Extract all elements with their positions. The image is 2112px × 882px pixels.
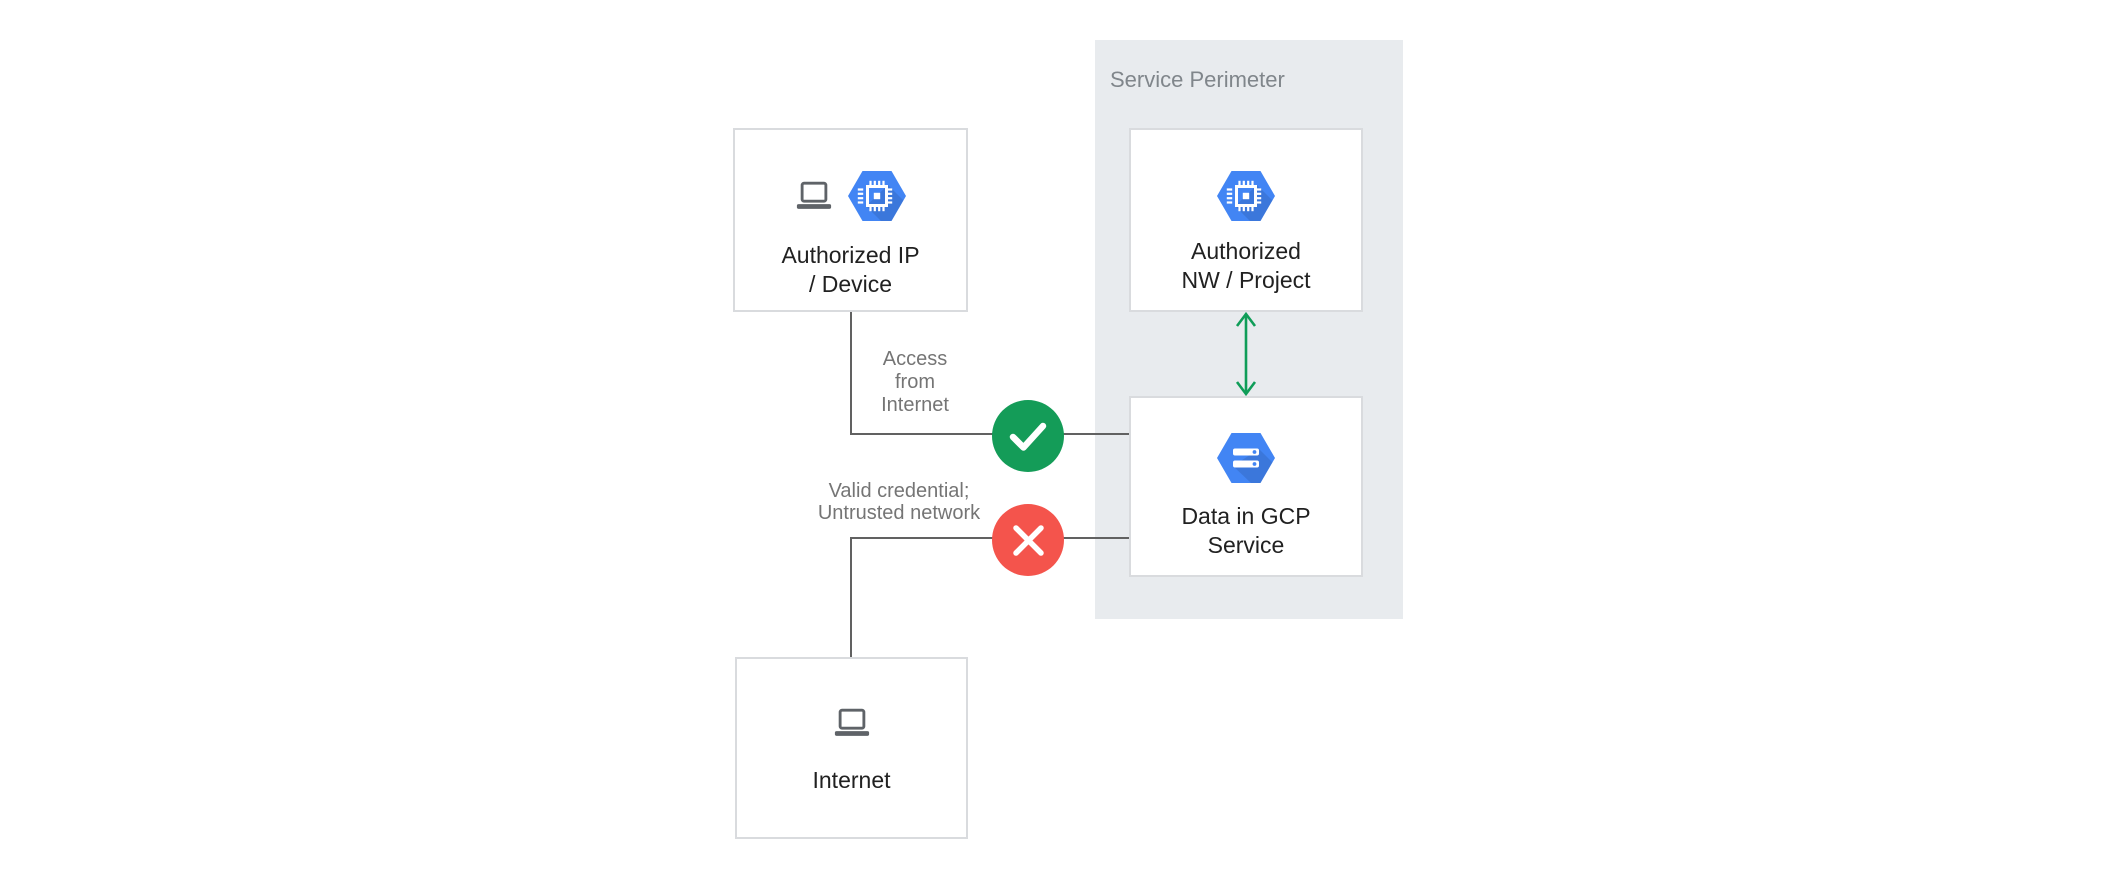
service-perimeter-label: Service Perimeter [1110, 67, 1285, 92]
laptop-icon [796, 181, 832, 209]
connector-authip-down [850, 312, 852, 435]
valid-credential-label: Valid credential; Untrusted network [779, 480, 1019, 524]
icon-row [795, 171, 906, 221]
node-label: Authorized IP / Device [781, 241, 919, 299]
node-label: Internet [813, 766, 891, 795]
x-icon [1013, 525, 1044, 556]
connector-denied-path [850, 537, 1131, 539]
icon-row [833, 708, 871, 738]
annotation-line: Access [882, 348, 948, 370]
gcp-storage-hexagon-icon [1217, 433, 1275, 483]
node-label-line: / Device [808, 271, 893, 297]
node-authorized-ip-device: Authorized IP / Device [733, 128, 968, 312]
annotation-line: from [895, 371, 935, 393]
check-icon [1009, 422, 1047, 451]
node-label-line: Service [1207, 532, 1285, 558]
gcp-compute-hexagon-icon [1217, 171, 1275, 221]
node-label-line: Internet [812, 767, 891, 793]
gcp-compute-hexagon-icon [848, 171, 906, 221]
access-from-internet-label: Access from Internet [855, 348, 975, 417]
connector-allowed-path [850, 433, 1131, 435]
laptop-icon [834, 708, 869, 736]
annotation-line: Internet [881, 394, 949, 416]
icon-row [1217, 433, 1275, 483]
node-label: Data in GCP Service [1181, 502, 1310, 560]
allowed-badge [992, 400, 1064, 472]
node-label-line: Authorized [1191, 238, 1301, 264]
node-authorized-nw-project: Authorized NW / Project [1129, 128, 1363, 312]
node-data-in-gcp-service: Data in GCP Service [1129, 396, 1363, 577]
node-label-line: Authorized IP [781, 242, 920, 268]
node-label-line: Data in GCP [1181, 503, 1311, 529]
denied-badge [992, 504, 1064, 576]
node-label-line: NW / Project [1181, 267, 1311, 293]
annotation-line: Untrusted network [817, 502, 981, 524]
annotation-line: Valid credential; [828, 480, 970, 502]
connector-internet-up [850, 537, 852, 657]
node-internet: Internet [735, 657, 968, 839]
icon-row [1217, 171, 1275, 221]
node-label: Authorized NW / Project [1181, 237, 1310, 295]
double-arrow-icon [1235, 311, 1257, 397]
